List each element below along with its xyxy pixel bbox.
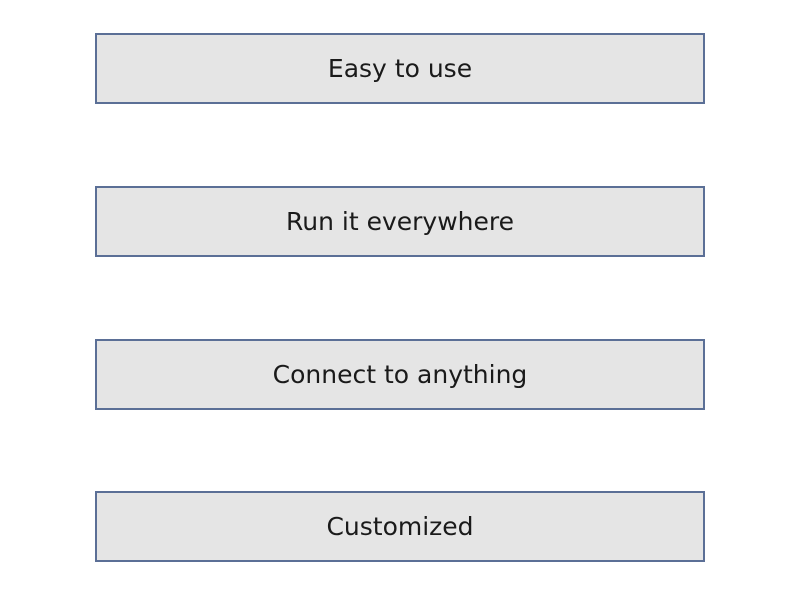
feature-box-easy-to-use: Easy to use <box>95 33 705 104</box>
feature-box-customized: Customized <box>95 491 705 562</box>
feature-box-label: Customized <box>326 512 474 541</box>
feature-box-label: Run it everywhere <box>286 207 514 236</box>
feature-box-label: Connect to anything <box>272 360 528 389</box>
feature-box-label: Easy to use <box>327 54 473 83</box>
feature-box-connect-to-anything: Connect to anything <box>95 339 705 410</box>
feature-box-run-it-everywhere: Run it everywhere <box>95 186 705 257</box>
